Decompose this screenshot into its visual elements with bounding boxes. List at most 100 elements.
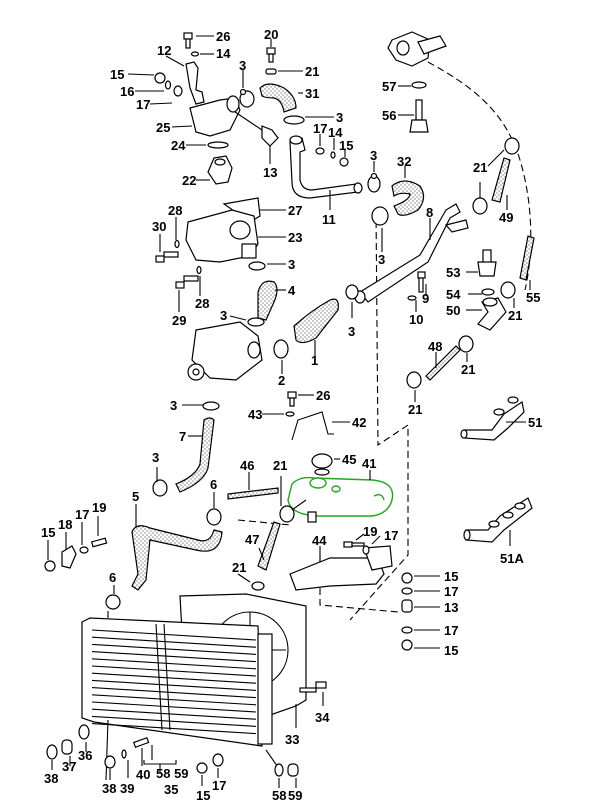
callout-11[interactable]: 11 <box>322 212 336 227</box>
callout-22[interactable]: 22 <box>182 173 196 188</box>
callout-55[interactable]: 55 <box>526 290 540 305</box>
callout-17[interactable]: 17 <box>212 778 226 793</box>
thermo-switch-group <box>466 249 507 331</box>
callout-15[interactable]: 15 <box>339 138 353 153</box>
callout-13[interactable]: 13 <box>263 165 277 180</box>
callout-47[interactable]: 47 <box>245 532 259 547</box>
callout-21[interactable]: 21 <box>273 458 287 473</box>
callout-56[interactable]: 56 <box>382 108 396 123</box>
callout-21[interactable]: 21 <box>473 160 487 175</box>
callout-3[interactable]: 3 <box>288 257 295 272</box>
callout-23[interactable]: 23 <box>288 230 302 245</box>
hose-47-group <box>237 521 281 591</box>
callout-14[interactable]: 14 <box>328 125 343 140</box>
callout-54[interactable]: 54 <box>446 287 461 302</box>
callout-29[interactable]: 29 <box>172 313 186 328</box>
callout-21[interactable]: 21 <box>461 362 475 377</box>
callout-15[interactable]: 15 <box>110 67 124 82</box>
callout-3[interactable]: 3 <box>378 252 385 267</box>
callout-27[interactable]: 27 <box>288 203 302 218</box>
callout-26[interactable]: 26 <box>316 388 330 403</box>
callout-42[interactable]: 42 <box>352 415 366 430</box>
radiator-fin <box>91 636 257 648</box>
callout-38[interactable]: 38 <box>44 771 58 786</box>
callout-21[interactable]: 21 <box>305 64 319 79</box>
callout-6[interactable]: 6 <box>210 477 217 492</box>
callout-21[interactable]: 21 <box>232 560 246 575</box>
callout-3[interactable]: 3 <box>152 450 159 465</box>
callout-20[interactable]: 20 <box>264 27 278 42</box>
callout-3[interactable]: 3 <box>336 110 343 125</box>
callout-17[interactable]: 17 <box>136 97 150 112</box>
callout-39[interactable]: 39 <box>120 781 134 796</box>
callout-44[interactable]: 44 <box>312 533 327 548</box>
callout-3[interactable]: 3 <box>170 398 177 413</box>
callout-8[interactable]: 8 <box>426 205 433 220</box>
callout-41[interactable]: 41 <box>362 456 376 471</box>
callout-35[interactable]: 35 <box>164 782 178 797</box>
callout-36[interactable]: 36 <box>78 748 92 763</box>
callout-50[interactable]: 50 <box>446 303 460 318</box>
callout-3[interactable]: 3 <box>220 308 227 323</box>
callout-49[interactable]: 49 <box>499 210 513 225</box>
callout-48[interactable]: 48 <box>428 339 442 354</box>
callout-17[interactable]: 17 <box>384 528 398 543</box>
callout-34[interactable]: 34 <box>315 710 330 725</box>
callout-19[interactable]: 19 <box>92 500 106 515</box>
callout-25[interactable]: 25 <box>156 120 170 135</box>
bolt-9-group <box>407 271 427 312</box>
callout-58[interactable]: 58 <box>272 788 286 803</box>
callout-17[interactable]: 17 <box>444 584 458 599</box>
callout-15[interactable]: 15 <box>444 569 458 584</box>
callout-9[interactable]: 9 <box>422 291 429 306</box>
right-hose-group <box>354 137 535 308</box>
callout-28[interactable]: 28 <box>168 203 182 218</box>
thermostat-group <box>127 32 279 185</box>
callout-5[interactable]: 5 <box>132 489 139 504</box>
callout-53[interactable]: 53 <box>446 265 460 280</box>
radiator-fin <box>91 651 257 663</box>
callout-30[interactable]: 30 <box>152 219 166 234</box>
callout-38[interactable]: 38 <box>102 781 116 796</box>
callout-1[interactable]: 1 <box>311 353 318 368</box>
callout-33[interactable]: 33 <box>285 732 299 747</box>
callout-28[interactable]: 28 <box>195 296 209 311</box>
callout-46[interactable]: 46 <box>240 458 254 473</box>
callout-43[interactable]: 43 <box>248 407 262 422</box>
callout-24[interactable]: 24 <box>171 138 186 153</box>
callout-14[interactable]: 14 <box>216 46 231 61</box>
callout-51[interactable]: 51 <box>528 415 542 430</box>
callout-21[interactable]: 21 <box>508 308 522 323</box>
callout-51a[interactable]: 51A <box>500 551 524 566</box>
callout-31[interactable]: 31 <box>305 86 319 101</box>
callout-15[interactable]: 15 <box>41 525 55 540</box>
callout-59[interactable]: 59 <box>288 788 302 803</box>
callout-32[interactable]: 32 <box>397 154 411 169</box>
callout-17[interactable]: 17 <box>313 121 327 136</box>
callout-58-59[interactable]: 58 59 <box>156 766 189 781</box>
callout-57[interactable]: 57 <box>382 79 396 94</box>
callout-16[interactable]: 16 <box>120 84 134 99</box>
callout-37[interactable]: 37 <box>62 759 76 774</box>
callout-7[interactable]: 7 <box>179 429 186 444</box>
callout-19[interactable]: 19 <box>363 524 377 539</box>
callout-18[interactable]: 18 <box>58 517 72 532</box>
callout-13[interactable]: 13 <box>444 600 458 615</box>
callout-12[interactable]: 12 <box>157 43 171 58</box>
callout-10[interactable]: 10 <box>409 312 423 327</box>
callout-21[interactable]: 21 <box>408 402 422 417</box>
callout-17[interactable]: 17 <box>75 507 89 522</box>
callout-45[interactable]: 45 <box>342 452 356 467</box>
callout-4[interactable]: 4 <box>288 283 296 298</box>
callout-3[interactable]: 3 <box>348 324 355 339</box>
callout-26[interactable]: 26 <box>216 29 230 44</box>
callout-17[interactable]: 17 <box>444 623 458 638</box>
callout-15[interactable]: 15 <box>196 788 210 803</box>
callout-3[interactable]: 3 <box>239 58 246 73</box>
callout-15[interactable]: 15 <box>444 643 458 658</box>
callout-2[interactable]: 2 <box>278 373 285 388</box>
callout-40[interactable]: 40 <box>136 767 150 782</box>
callout-6[interactable]: 6 <box>109 570 116 585</box>
callout-3[interactable]: 3 <box>370 148 377 163</box>
